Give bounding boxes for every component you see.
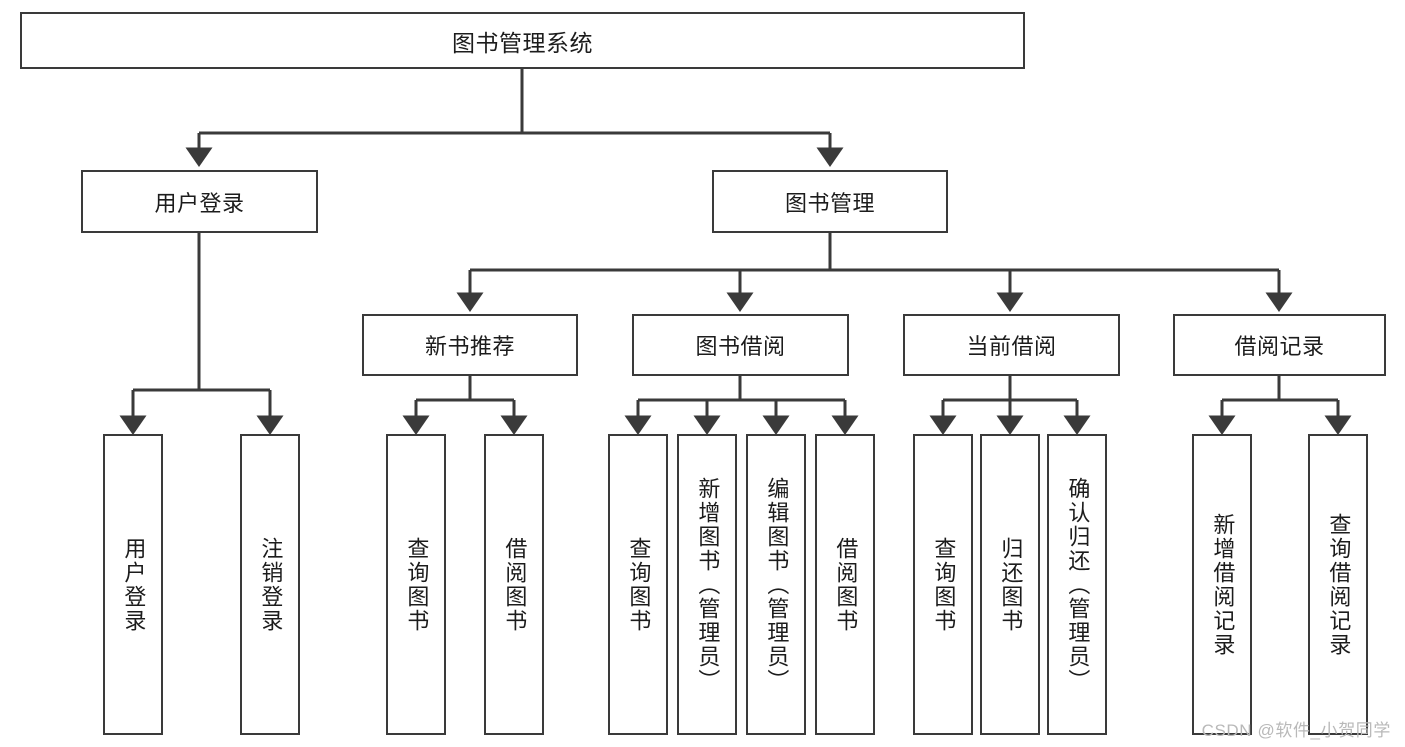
node-leaf-bb-borrow-book[interactable]: 借阅图书	[815, 434, 875, 735]
node-leaf-logout-label: 注销登录	[258, 536, 284, 633]
node-book-manage[interactable]: 图书管理	[712, 170, 948, 233]
node-new-book-recommend-label: 新书推荐	[424, 334, 515, 359]
node-user-login-label: 用户登录	[154, 190, 245, 216]
node-leaf-cb-confirm-return-label: 确认归还（管理员）	[1065, 476, 1091, 693]
node-current-borrow-label: 当前借阅	[966, 334, 1057, 359]
node-leaf-nb-query-book[interactable]: 查询图书	[386, 434, 446, 735]
node-leaf-cb-query-book-label: 查询图书	[931, 536, 957, 633]
node-book-borrow-label: 图书借阅	[695, 334, 786, 359]
node-leaf-cb-return-book-label: 归还图书	[998, 536, 1024, 633]
node-leaf-cb-query-book[interactable]: 查询图书	[913, 434, 973, 735]
node-leaf-nb-borrow-book-label: 借阅图书	[502, 536, 528, 633]
node-leaf-nb-borrow-book[interactable]: 借阅图书	[484, 434, 544, 735]
node-user-login[interactable]: 用户登录	[81, 170, 318, 233]
node-leaf-nb-query-book-label: 查询图书	[404, 536, 430, 633]
node-root-system[interactable]: 图书管理系统	[20, 12, 1025, 69]
node-book-manage-label: 图书管理	[784, 190, 875, 216]
node-leaf-br-add-record-label: 新增借阅记录	[1210, 512, 1236, 657]
node-leaf-br-add-record[interactable]: 新增借阅记录	[1192, 434, 1252, 735]
node-borrow-record[interactable]: 借阅记录	[1173, 314, 1386, 376]
node-leaf-bb-query-book-label: 查询图书	[626, 536, 652, 633]
node-leaf-user-login[interactable]: 用户登录	[103, 434, 163, 735]
node-leaf-logout[interactable]: 注销登录	[240, 434, 300, 735]
node-leaf-br-query-record[interactable]: 查询借阅记录	[1308, 434, 1368, 735]
node-leaf-bb-query-book[interactable]: 查询图书	[608, 434, 668, 735]
node-leaf-bb-edit-book[interactable]: 编辑图书（管理员）	[746, 434, 806, 735]
node-leaf-user-login-label: 用户登录	[121, 536, 147, 633]
node-borrow-record-label: 借阅记录	[1234, 334, 1325, 359]
node-leaf-bb-borrow-book-label: 借阅图书	[833, 536, 859, 633]
node-leaf-br-query-record-label: 查询借阅记录	[1326, 512, 1352, 657]
node-book-borrow[interactable]: 图书借阅	[632, 314, 849, 376]
node-leaf-cb-return-book[interactable]: 归还图书	[980, 434, 1040, 735]
node-leaf-cb-confirm-return[interactable]: 确认归还（管理员）	[1047, 434, 1107, 735]
node-leaf-bb-add-book-label: 新增图书（管理员）	[695, 476, 721, 693]
node-leaf-bb-edit-book-label: 编辑图书（管理员）	[764, 476, 790, 693]
node-leaf-bb-add-book[interactable]: 新增图书（管理员）	[677, 434, 737, 735]
node-root-system-label: 图书管理系统	[452, 29, 593, 56]
node-new-book-recommend[interactable]: 新书推荐	[362, 314, 578, 376]
node-current-borrow[interactable]: 当前借阅	[903, 314, 1120, 376]
